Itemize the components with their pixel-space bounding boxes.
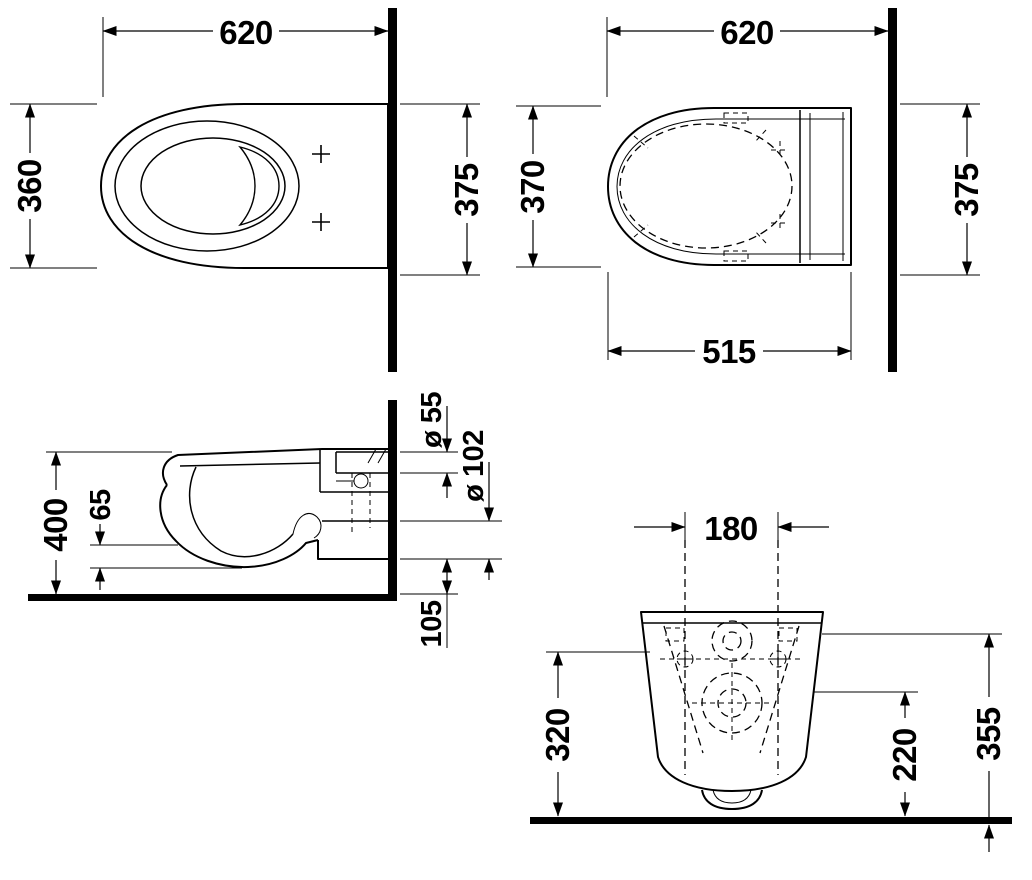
side-profile-fill — [160, 449, 388, 568]
view-front: 180 320 220 355 — [530, 510, 1012, 852]
dim-front-outlet-height-label: 220 — [886, 728, 923, 782]
dimension-outlet-diameter: ø 102 — [400, 430, 502, 580]
dimension-side-height: 400 — [37, 451, 172, 595]
dimension-seat-depth: 370 — [514, 105, 601, 268]
dim-seat-view-width-label: 620 — [720, 14, 774, 51]
dim-front-bowl-height-label: 320 — [539, 708, 576, 762]
dim-plan-width-label: 620 — [219, 14, 273, 51]
floor-line — [28, 594, 397, 601]
hidden-flush-channel — [351, 473, 371, 536]
seat-ring-hidden — [619, 123, 793, 249]
plan-rim-outline — [114, 120, 300, 252]
dimension-seat-depth-overall: 375 — [900, 103, 985, 276]
seat-lid-inner-line — [616, 118, 845, 255]
dim-seat-length-label: 515 — [702, 333, 756, 370]
view-side-section: 400 65 ø 55 ø 102 — [28, 392, 502, 648]
seat-hidden-details — [633, 112, 789, 262]
front-outlet-bump-inner — [712, 789, 752, 804]
dim-plan-depth-label: 360 — [11, 159, 48, 213]
dim-seat-depth-label: 370 — [514, 160, 551, 214]
dimension-fixing-spacing: 180 — [634, 510, 829, 547]
dimension-front-overall-height: 355 — [822, 633, 1007, 852]
hatch-marks — [367, 448, 387, 464]
dim-front-overall-height-label: 355 — [970, 707, 1007, 761]
dimension-flush-pipe-diameter: ø 55 — [400, 392, 458, 498]
view-plan-seat: 620 370 375 515 — [514, 8, 985, 372]
dimension-front-bowl-height: 320 — [539, 651, 650, 817]
dimension-plan-depth-overall: 375 — [400, 103, 485, 276]
dim-fixing-spacing-label: 180 — [704, 510, 758, 547]
plan-flush-detail — [238, 145, 280, 227]
dimension-plan-width: 620 — [102, 13, 389, 97]
seat-outline — [607, 107, 852, 266]
dim-flush-pipe-diameter-label: ø 55 — [416, 392, 448, 448]
dim-plan-depth-overall-label: 375 — [448, 163, 485, 217]
floor-line — [530, 817, 1012, 824]
dimension-plan-depth: 360 — [10, 103, 97, 269]
trap-line — [292, 513, 322, 539]
wall-section — [888, 8, 897, 372]
view-plan: 620 360 375 — [10, 8, 485, 372]
dim-side-height-label: 400 — [37, 498, 74, 552]
dim-outlet-floor-height-label: 105 — [416, 600, 448, 647]
dim-seat-depth-overall-label: 375 — [948, 163, 985, 217]
side-profile-lines — [159, 448, 397, 569]
plan-bowl-outline — [140, 137, 286, 235]
front-hidden-details — [660, 540, 803, 775]
plan-fixing-marks — [312, 145, 330, 231]
flush-pipe — [335, 451, 397, 474]
dimension-front-outlet-height: 220 — [814, 691, 923, 817]
dimension-outlet-floor-height: 105 — [400, 558, 458, 648]
dimension-seat-view-width: 620 — [606, 13, 889, 97]
dimension-side-rim-offset: 65 — [85, 489, 242, 590]
front-outlet-bump — [701, 789, 763, 810]
plan-toilet-outline — [100, 103, 389, 269]
wall-section — [388, 8, 397, 372]
dim-outlet-diameter-label: ø 102 — [458, 430, 490, 502]
dim-side-rim-offset-label: 65 — [85, 489, 117, 521]
inner-bowl-line — [188, 466, 294, 558]
dimension-seat-length: 515 — [607, 272, 852, 370]
wall-section — [388, 400, 397, 596]
